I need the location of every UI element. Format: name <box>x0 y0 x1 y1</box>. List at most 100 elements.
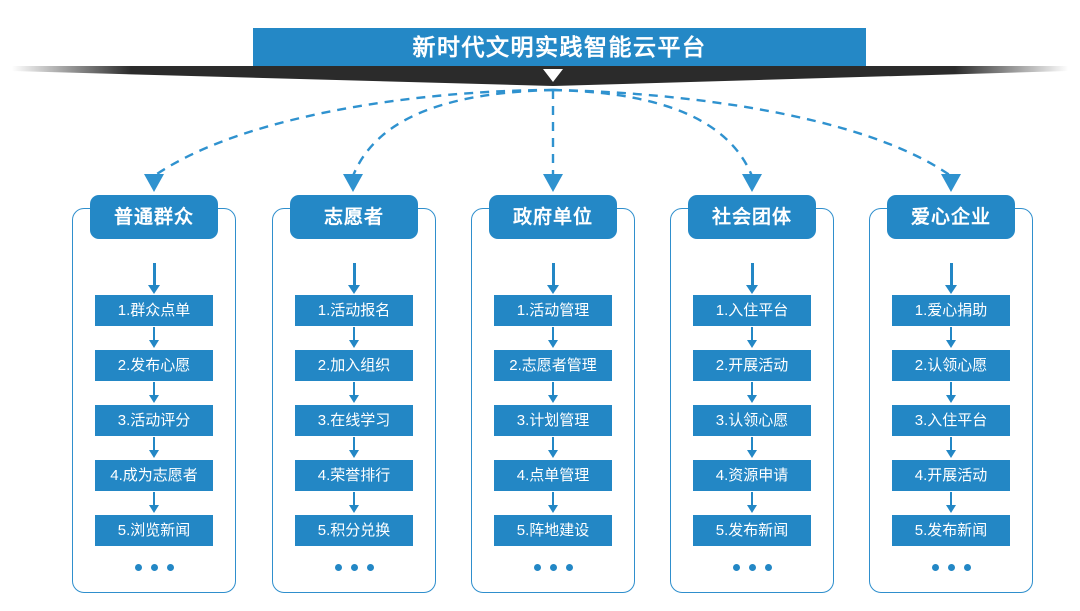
step-item[interactable]: 1.爱心捐助 <box>892 295 1010 326</box>
connector-arrowhead-5 <box>941 174 961 192</box>
arrow-down-icon <box>745 436 759 460</box>
arrow-down-icon <box>944 381 958 405</box>
step-item[interactable]: 4.荣誉排行 <box>295 460 413 491</box>
step-item[interactable]: 3.计划管理 <box>494 405 612 436</box>
step-label: 2.开展活动 <box>715 357 789 374</box>
column-title-3: 政府单位 <box>512 206 593 228</box>
arrow-down-icon <box>147 436 161 460</box>
arrow-down-icon <box>147 381 161 405</box>
connector-arrowhead-3 <box>543 174 563 192</box>
step-label: 4.点单管理 <box>516 467 590 484</box>
step-item[interactable]: 1.入住平台 <box>693 295 811 326</box>
step-label: 3.认领心愿 <box>715 412 789 429</box>
step-label: 3.计划管理 <box>516 412 590 429</box>
step-label: 4.资源申请 <box>715 467 789 484</box>
step-label: 1.活动管理 <box>516 302 590 319</box>
arrow-down-icon <box>347 436 361 460</box>
step-item[interactable]: 1.活动报名 <box>295 295 413 326</box>
step-label: 2.加入组织 <box>317 357 391 374</box>
connector-arrowhead-4 <box>742 174 762 192</box>
step-item[interactable]: 3.认领心愿 <box>693 405 811 436</box>
step-item[interactable]: 1.群众点单 <box>95 295 213 326</box>
arrow-down-icon <box>347 263 361 295</box>
role-column-普通群众[interactable]: 普通群众 1.群众点单 2.发布心愿 3.活动评分 4.成为志愿者 5. <box>72 195 236 593</box>
arrow-down-icon <box>944 436 958 460</box>
step-item[interactable]: 2.加入组织 <box>295 350 413 381</box>
step-label: 1.入住平台 <box>715 302 789 319</box>
arrow-down-icon <box>546 263 560 295</box>
column-header-3[interactable]: 政府单位 <box>489 195 617 239</box>
step-item[interactable]: 5.浏览新闻 <box>95 515 213 546</box>
connector-to-column-1 <box>153 88 554 177</box>
arrow-down-icon <box>944 263 958 295</box>
step-item[interactable]: 3.入住平台 <box>892 405 1010 436</box>
connector-arrowhead-1 <box>144 174 164 192</box>
arrow-down-icon <box>944 491 958 515</box>
connector-to-column-5 <box>552 88 952 177</box>
step-item[interactable]: 1.活动管理 <box>494 295 612 326</box>
step-label: 4.成为志愿者 <box>110 467 198 484</box>
step-label: 3.入住平台 <box>914 412 988 429</box>
step-item[interactable]: 4.成为志愿者 <box>95 460 213 491</box>
arrow-down-icon <box>347 491 361 515</box>
step-item[interactable]: 4.资源申请 <box>693 460 811 491</box>
column-header-5[interactable]: 爱心企业 <box>887 195 1015 239</box>
role-column-政府单位[interactable]: 政府单位 1.活动管理 2.志愿者管理 3.计划管理 4.点单管理 5. <box>471 195 635 593</box>
step-item[interactable]: 2.发布心愿 <box>95 350 213 381</box>
column-header-2[interactable]: 志愿者 <box>290 195 418 239</box>
more-items-ellipsis <box>334 564 374 571</box>
step-label: 1.活动报名 <box>317 302 391 319</box>
step-label: 2.志愿者管理 <box>509 357 597 374</box>
step-label: 5.发布新闻 <box>715 522 789 539</box>
step-label: 4.开展活动 <box>914 467 988 484</box>
more-items-ellipsis <box>732 564 772 571</box>
step-item[interactable]: 2.志愿者管理 <box>494 350 612 381</box>
step-label: 2.发布心愿 <box>117 357 191 374</box>
arrow-down-icon <box>347 381 361 405</box>
step-item[interactable]: 4.点单管理 <box>494 460 612 491</box>
title-banner-shadow <box>12 66 1068 86</box>
step-item[interactable]: 3.在线学习 <box>295 405 413 436</box>
column-title-5: 爱心企业 <box>910 206 991 228</box>
step-item[interactable]: 2.认领心愿 <box>892 350 1010 381</box>
column-body-3: 1.活动管理 2.志愿者管理 3.计划管理 4.点单管理 5.阵地建设 <box>472 263 634 571</box>
role-column-爱心企业[interactable]: 爱心企业 1.爱心捐助 2.认领心愿 3.入住平台 4.开展活动 5.发 <box>869 195 1033 593</box>
arrow-down-icon <box>546 381 560 405</box>
step-item[interactable]: 4.开展活动 <box>892 460 1010 491</box>
more-items-ellipsis <box>533 564 573 571</box>
arrow-down-icon <box>546 436 560 460</box>
role-column-社会团体[interactable]: 社会团体 1.入住平台 2.开展活动 3.认领心愿 4.资源申请 5.发 <box>670 195 834 593</box>
column-body-4: 1.入住平台 2.开展活动 3.认领心愿 4.资源申请 5.发布新闻 <box>671 263 833 571</box>
arrow-down-icon <box>745 491 759 515</box>
arrow-down-icon <box>546 491 560 515</box>
step-item[interactable]: 5.发布新闻 <box>693 515 811 546</box>
column-title-1: 普通群众 <box>113 206 194 228</box>
step-label: 5.阵地建设 <box>516 522 590 539</box>
column-body-5: 1.爱心捐助 2.认领心愿 3.入住平台 4.开展活动 5.发布新闻 <box>870 263 1032 571</box>
role-column-志愿者[interactable]: 志愿者 1.活动报名 2.加入组织 3.在线学习 4.荣誉排行 5.积分 <box>272 195 436 593</box>
column-title-4: 社会团体 <box>711 206 792 228</box>
arrow-down-icon <box>745 326 759 350</box>
step-label: 5.浏览新闻 <box>117 522 191 539</box>
connector-to-column-2 <box>351 88 554 177</box>
step-label: 4.荣誉排行 <box>317 467 391 484</box>
column-body-1: 1.群众点单 2.发布心愿 3.活动评分 4.成为志愿者 5.浏览新闻 <box>73 263 235 571</box>
step-label: 5.积分兑换 <box>317 522 391 539</box>
arrow-down-icon <box>347 326 361 350</box>
step-label: 1.群众点单 <box>117 302 191 319</box>
column-header-4[interactable]: 社会团体 <box>688 195 816 239</box>
column-body-2: 1.活动报名 2.加入组织 3.在线学习 4.荣誉排行 5.积分兑换 <box>273 263 435 571</box>
step-label: 2.认领心愿 <box>914 357 988 374</box>
column-header-1[interactable]: 普通群众 <box>90 195 218 239</box>
step-label: 1.爱心捐助 <box>914 302 988 319</box>
connector-to-column-4 <box>552 88 754 177</box>
step-label: 5.发布新闻 <box>914 522 988 539</box>
step-item[interactable]: 2.开展活动 <box>693 350 811 381</box>
step-item[interactable]: 5.阵地建设 <box>494 515 612 546</box>
arrow-down-icon <box>745 263 759 295</box>
step-item[interactable]: 5.发布新闻 <box>892 515 1010 546</box>
step-item[interactable]: 3.活动评分 <box>95 405 213 436</box>
step-item[interactable]: 5.积分兑换 <box>295 515 413 546</box>
page-title: 新时代文明实践智能云平台 <box>412 33 707 60</box>
